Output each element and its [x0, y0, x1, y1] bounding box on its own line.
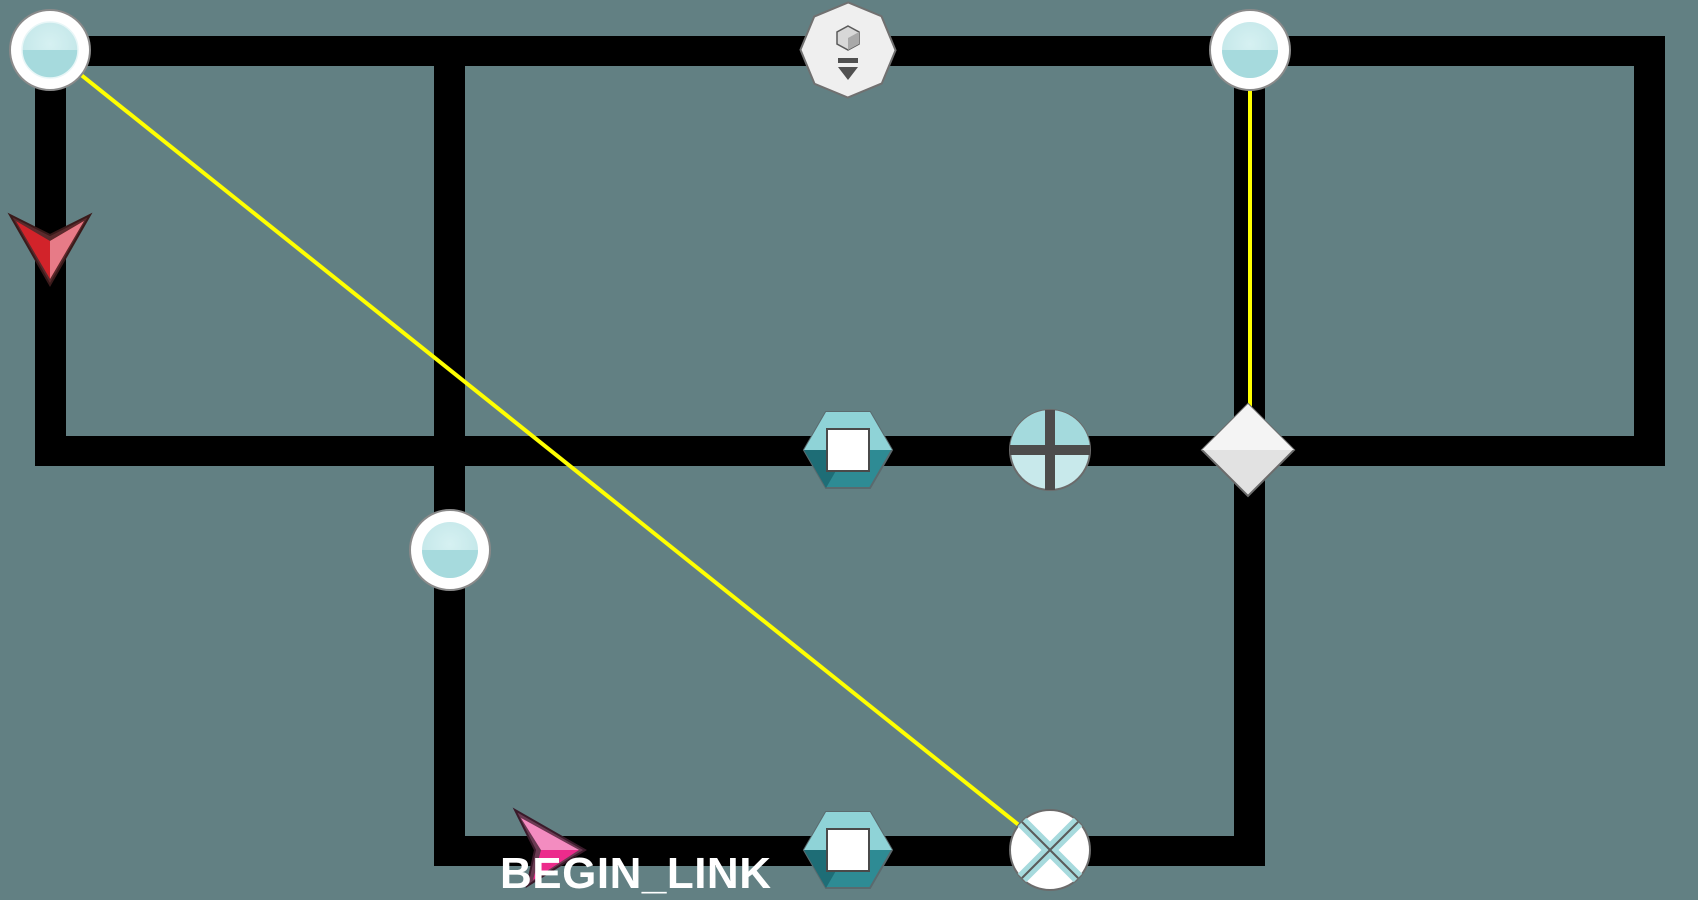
hex-block-node-bottom[interactable] — [802, 811, 894, 889]
light-orb-node-middle[interactable] — [409, 509, 491, 591]
x-junction-node[interactable] — [1009, 809, 1091, 891]
link-topleft-cross — [48, 48, 1052, 852]
cube-icon — [836, 25, 860, 51]
light-orb-node-top-right[interactable] — [1209, 9, 1291, 91]
track-right-upper — [1634, 36, 1665, 466]
pink-arrow-pointer-icon[interactable] — [512, 807, 587, 889]
light-orb-node-top-left[interactable] — [9, 9, 91, 91]
links — [48, 48, 1252, 852]
cube-dropper-node[interactable] — [791, 0, 906, 107]
track-inner-left — [434, 36, 465, 866]
drop-arrow-icon — [838, 58, 858, 80]
red-arrow-pointer-icon[interactable] — [7, 212, 93, 288]
diamond-relay-node[interactable] — [1200, 402, 1296, 498]
plus-junction-node[interactable] — [1009, 409, 1091, 491]
status-label: BEGIN_LINK — [500, 849, 772, 898]
hex-block-node-middle[interactable] — [802, 411, 894, 489]
